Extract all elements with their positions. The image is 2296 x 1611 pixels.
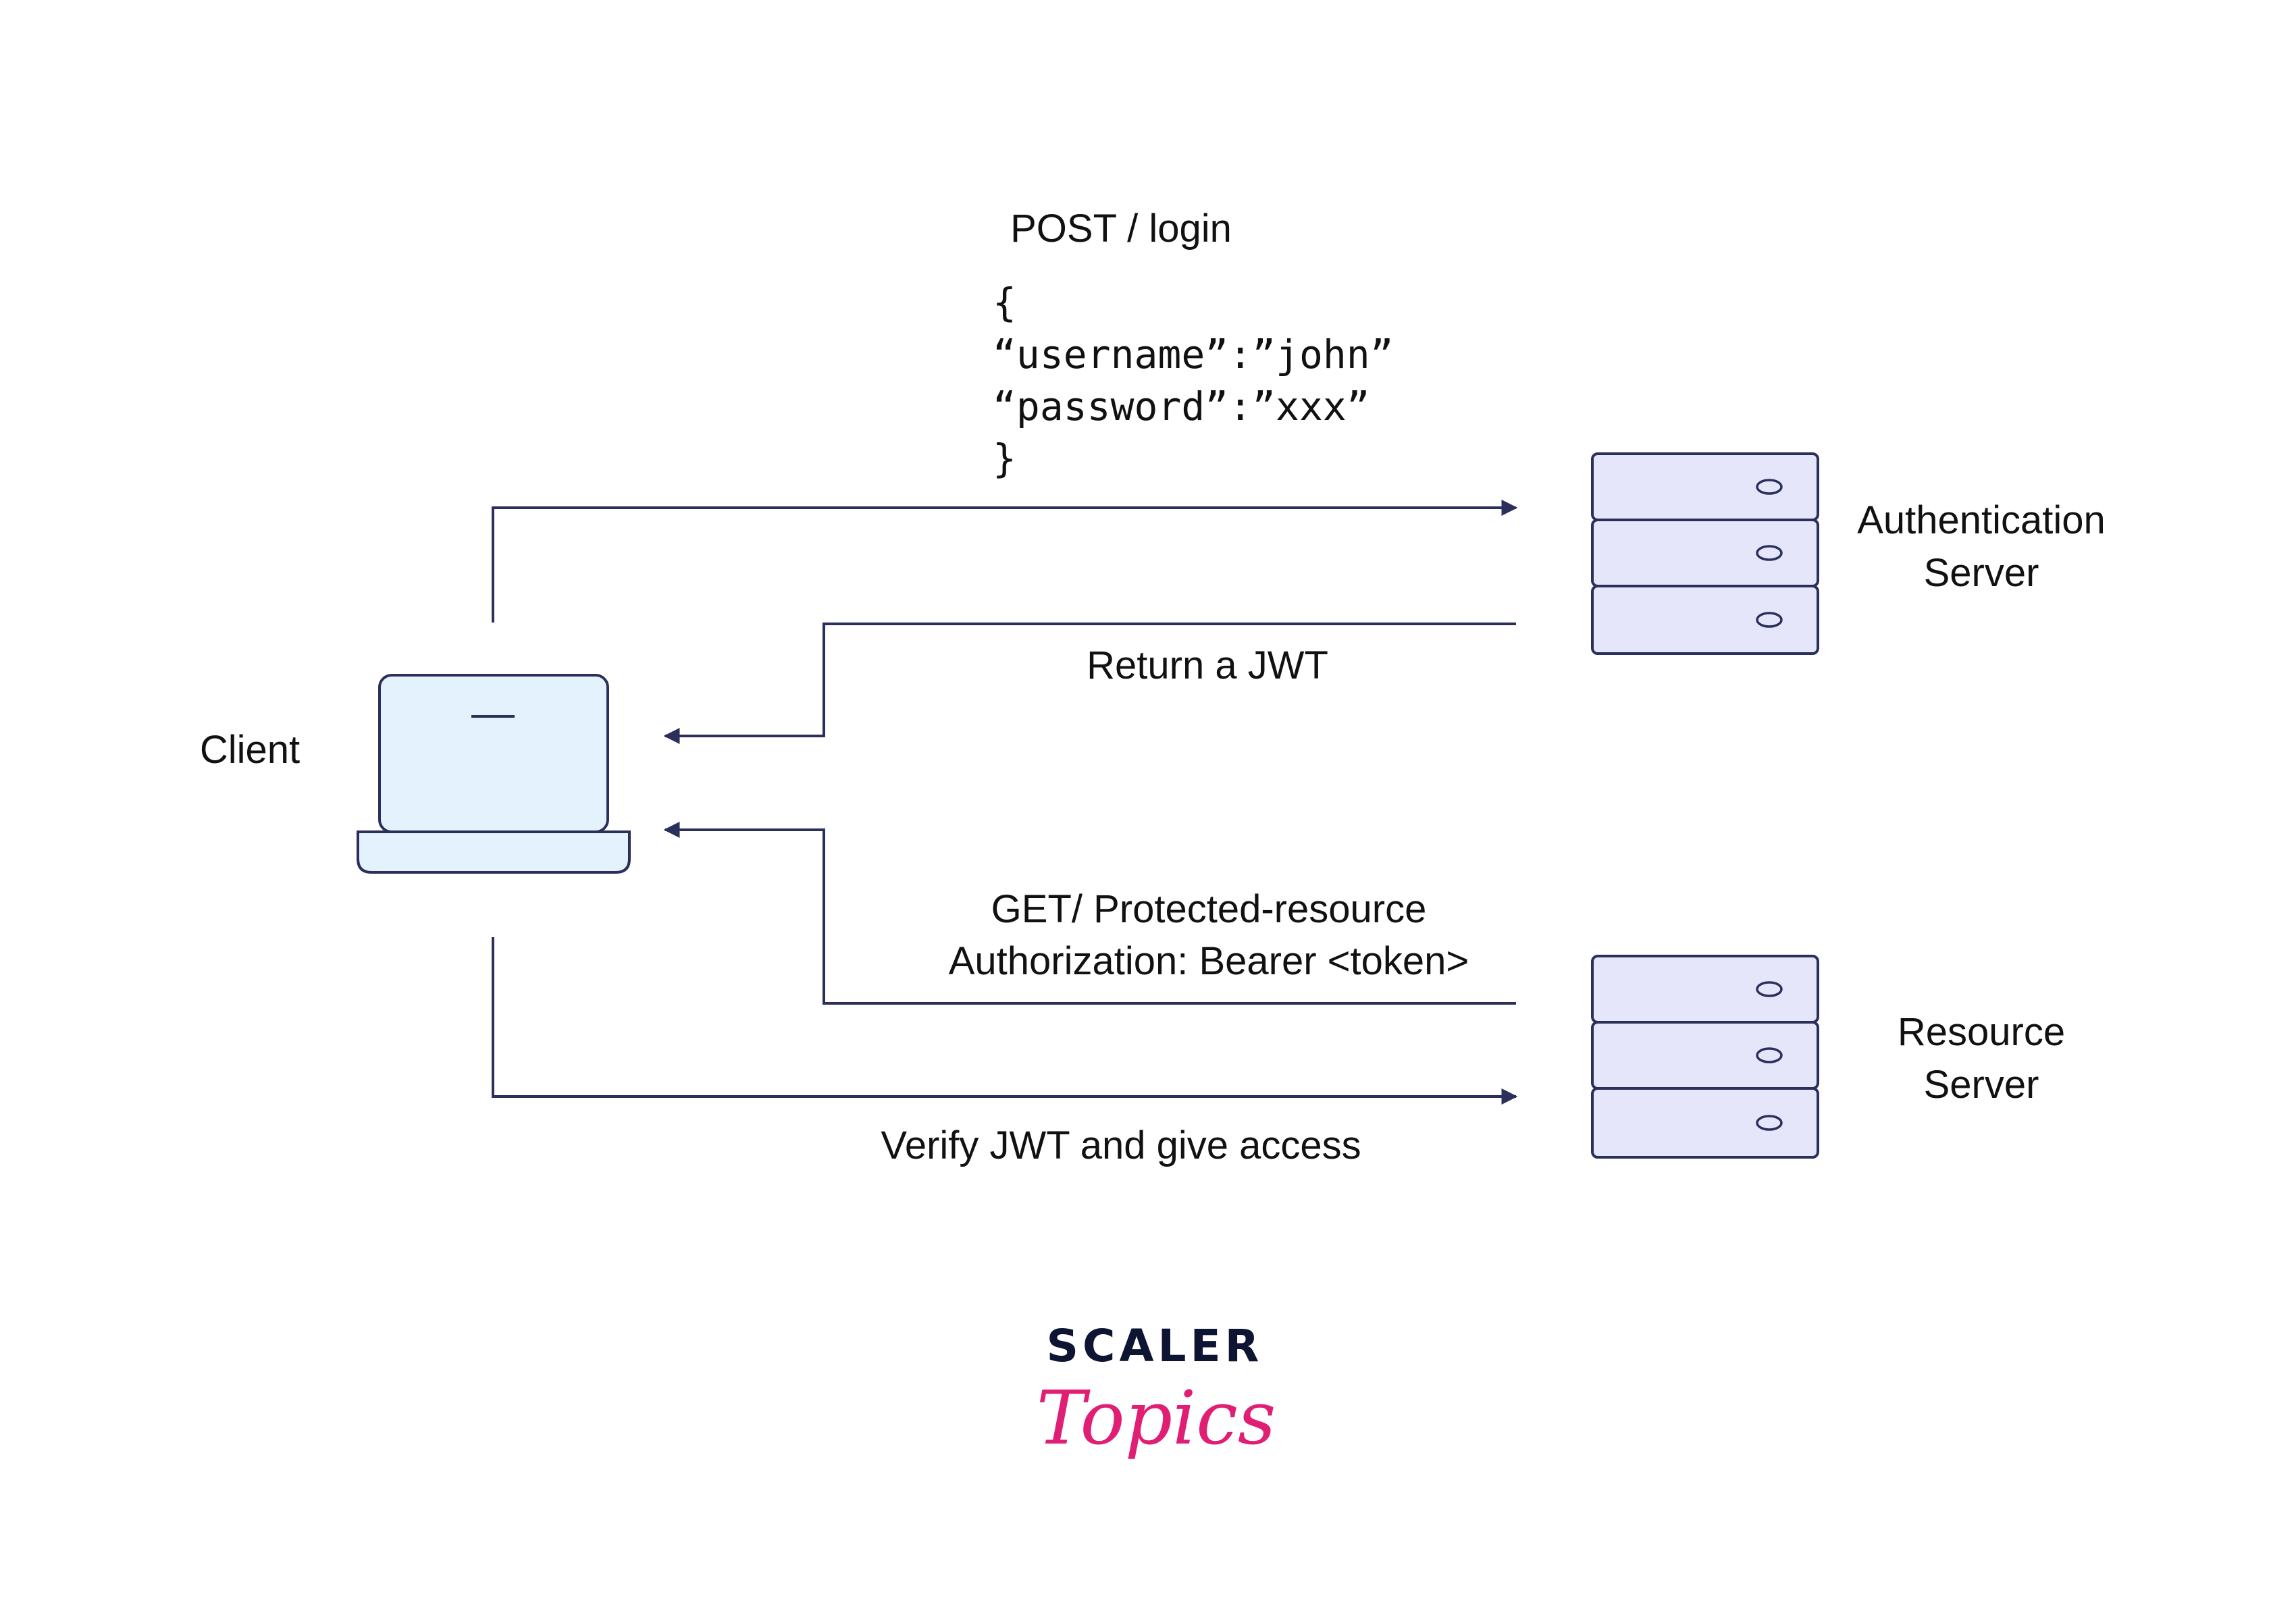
protected-request-arrow bbox=[663, 822, 1516, 1005]
login-body-line-1: { bbox=[993, 280, 1016, 325]
login-body-line-3: “password”:”xxx” bbox=[993, 384, 1370, 429]
protected-request-label-line1: GET/ Protected-resource bbox=[991, 887, 1427, 931]
client-label: Client bbox=[200, 728, 300, 772]
login-body-line-2: “username”:”john” bbox=[993, 332, 1394, 377]
auth-server-icon bbox=[1591, 452, 1819, 655]
login-request-arrow bbox=[492, 500, 1518, 623]
logo-line-1: SCALER bbox=[1046, 1320, 1263, 1372]
auth-server-label-line1: Authentication bbox=[1857, 498, 2106, 542]
login-request-label: POST / login bbox=[1010, 207, 1232, 250]
resource-server-label-line2: Server bbox=[1924, 1063, 2039, 1107]
verify-access-arrow bbox=[492, 937, 1518, 1105]
login-body-line-4: } bbox=[993, 435, 1016, 481]
laptop-icon bbox=[357, 674, 631, 874]
logo-line-2: Topics bbox=[1037, 1375, 1276, 1461]
resource-server-label-line1: Resource bbox=[1898, 1010, 2065, 1054]
jwt-response-label: Return a JWT bbox=[1087, 643, 1328, 687]
verify-access-label: Verify JWT and give access bbox=[881, 1124, 1361, 1167]
jwt-response-arrow bbox=[663, 623, 1516, 744]
resource-server-icon bbox=[1591, 955, 1819, 1159]
protected-request-label-line2: Authorization: Bearer <token> bbox=[949, 939, 1469, 983]
scaler-topics-logo: SCALER Topics bbox=[1037, 1320, 1276, 1461]
auth-server-label-line2: Server bbox=[1924, 551, 2039, 595]
